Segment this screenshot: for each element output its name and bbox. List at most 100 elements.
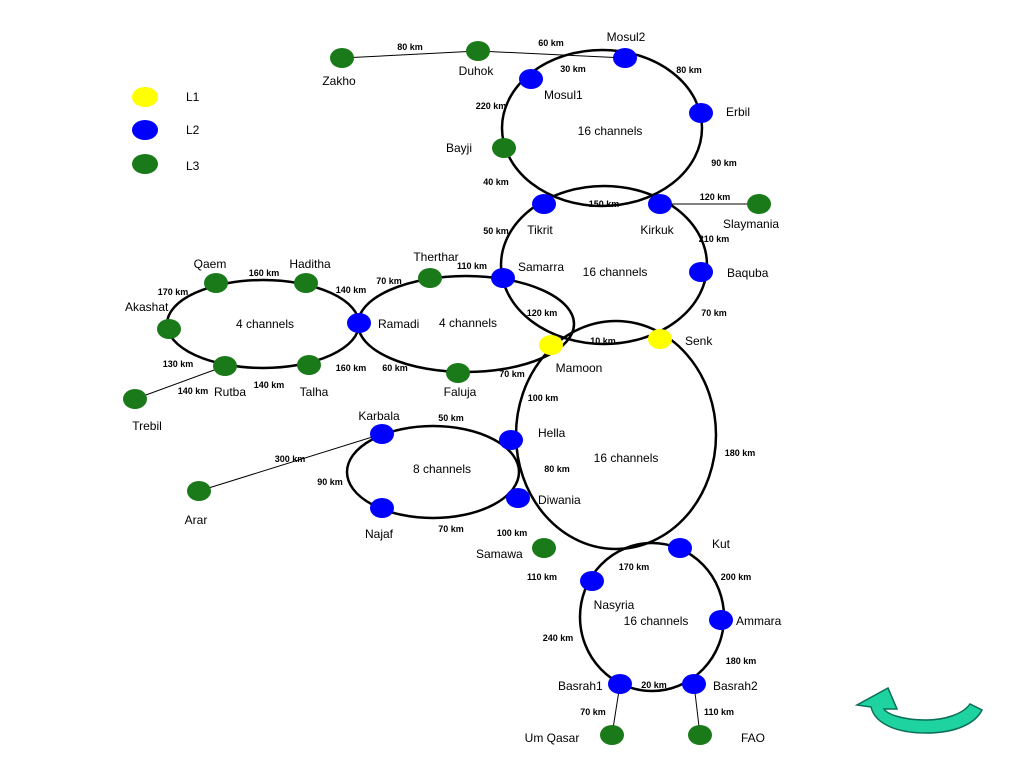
node-slaymania <box>747 194 771 214</box>
node-samawa <box>532 538 556 558</box>
legend-l2-label: L2 <box>186 123 200 137</box>
node-zakho <box>330 48 354 68</box>
label-nasyria: Nasyria <box>594 598 635 612</box>
dist-zakho-duhok: 80 km <box>397 42 423 52</box>
link-trebil-rutba <box>134 365 226 400</box>
ring-north <box>500 48 704 208</box>
label-hella: Hella <box>538 426 566 440</box>
dist-najaf-diwania: 70 km <box>438 524 464 534</box>
dist-haditha-ramadi: 140 km <box>336 285 367 295</box>
node-erbil <box>689 103 713 123</box>
node-basrah1 <box>608 674 632 694</box>
ring-north-channels: 16 channels <box>578 124 643 138</box>
link-arar-karbala <box>198 433 383 492</box>
node-ammara <box>709 610 733 630</box>
dist-bayji-tikrit: 40 km <box>483 177 509 187</box>
dist-akashat-rutba: 130 km <box>163 359 194 369</box>
dist-mosul1-bayji: 220 km <box>476 101 507 111</box>
label-diwania: Diwania <box>538 493 581 507</box>
node-haditha <box>294 273 318 293</box>
node-mosul2 <box>613 48 637 68</box>
label-akashat: Akashat <box>125 300 169 314</box>
label-therthar: Therthar <box>413 250 458 264</box>
node-faluja <box>446 363 470 383</box>
dist-talha-ramadi: 160 km <box>336 363 367 373</box>
node-senk <box>648 329 672 349</box>
label-zakho: Zakho <box>322 74 356 88</box>
label-tikrit: Tikrit <box>527 223 553 237</box>
node-trebil <box>123 389 147 409</box>
dist-senk-kut: 180 km <box>725 448 756 458</box>
dist-faluja-mamoon: 70 km <box>499 369 525 379</box>
node-rutba <box>213 356 237 376</box>
label-senk: Senk <box>685 334 713 348</box>
dist-mamoon-hella: 100 km <box>528 393 559 403</box>
label-mamoon: Mamoon <box>556 361 603 375</box>
node-diwania <box>506 488 530 508</box>
dist-diwania-samawa: 100 km <box>497 528 528 538</box>
node-qaem <box>204 273 228 293</box>
dist-baquba-senk: 70 km <box>701 308 727 318</box>
dist-mosul2-erbil: 80 km <box>676 65 702 75</box>
node-therthar <box>418 268 442 288</box>
dist-akashat-qaem: 170 km <box>158 287 189 297</box>
dist-therthar-samarra: 110 km <box>457 261 487 271</box>
label-haditha: Haditha <box>289 257 331 271</box>
node-kirkuk <box>648 194 672 214</box>
label-karbala: Karbala <box>358 409 400 423</box>
label-baquba: Baquba <box>727 266 769 280</box>
node-akashat <box>157 319 181 339</box>
label-fao: FAO <box>741 731 765 745</box>
dist-erbil-kirkuk: 90 km <box>711 158 737 168</box>
dist-kirkuk-baquba: 210 km <box>699 234 730 244</box>
dist-samawa-nasyria: 110 km <box>527 572 557 582</box>
dist-mosul1-mosul2: 30 km <box>560 64 586 74</box>
ring-qaem-channels: 4 channels <box>236 317 294 331</box>
node-tikrit <box>532 194 556 214</box>
node-mosul1 <box>519 69 543 89</box>
ring-south-channels: 16 channels <box>624 614 689 628</box>
node-basrah2 <box>682 674 706 694</box>
dist-mamoon-senk: 10 km <box>590 336 616 346</box>
ring-karbala <box>345 424 521 520</box>
label-umqasar: Um Qasar <box>525 731 580 745</box>
channel-labels: 16 channels 16 channels 4 channels 4 cha… <box>236 124 688 628</box>
ring-mamoon-kut-channels: 16 channels <box>594 451 659 465</box>
label-ramadi: Ramadi <box>378 317 419 331</box>
node-karbala <box>370 424 394 444</box>
label-basrah1: Basrah1 <box>558 679 603 693</box>
label-duhok: Duhok <box>459 64 495 78</box>
node-duhok <box>466 41 490 61</box>
node-kut <box>668 538 692 558</box>
node-umqasar <box>600 725 624 745</box>
link-duhok-mosul2 <box>477 50 626 59</box>
dist-karbala-najaf: 90 km <box>317 477 343 487</box>
return-arrow-icon <box>854 686 984 734</box>
label-qaem: Qaem <box>194 257 227 271</box>
node-ramadi <box>347 313 371 333</box>
node-talha <box>297 355 321 375</box>
dist-ammara-basrah2: 180 km <box>726 656 757 666</box>
distance-labels: 80 km 60 km 30 km 80 km 220 km 90 km 40 … <box>158 38 757 717</box>
label-rutba: Rutba <box>214 385 246 399</box>
node-najaf <box>370 498 394 518</box>
node-mamoon <box>539 335 563 355</box>
node-samarra <box>491 268 515 288</box>
legend-l1-label: L1 <box>186 90 200 104</box>
dist-ramadi-therthar: 70 km <box>376 276 402 286</box>
dist-basrah2-fao: 110 km <box>704 707 734 717</box>
node-arar <box>187 481 211 501</box>
label-arar: Arar <box>185 513 208 527</box>
label-najaf: Najaf <box>365 527 394 541</box>
dist-duhok-mosul2: 60 km <box>538 38 564 48</box>
dist-basrah1-umqasar: 70 km <box>580 707 606 717</box>
label-mosul1: Mosul1 <box>544 88 583 102</box>
label-faluja: Faluja <box>444 385 477 399</box>
return-arrow-button[interactable] <box>854 686 984 734</box>
label-bayji: Bayji <box>446 141 472 155</box>
label-ammara: Ammara <box>736 614 782 628</box>
legend-l3-label: L3 <box>186 159 200 173</box>
dist-kut-ammara: 200 km <box>721 572 752 582</box>
label-slaymania: Slaymania <box>723 217 779 231</box>
